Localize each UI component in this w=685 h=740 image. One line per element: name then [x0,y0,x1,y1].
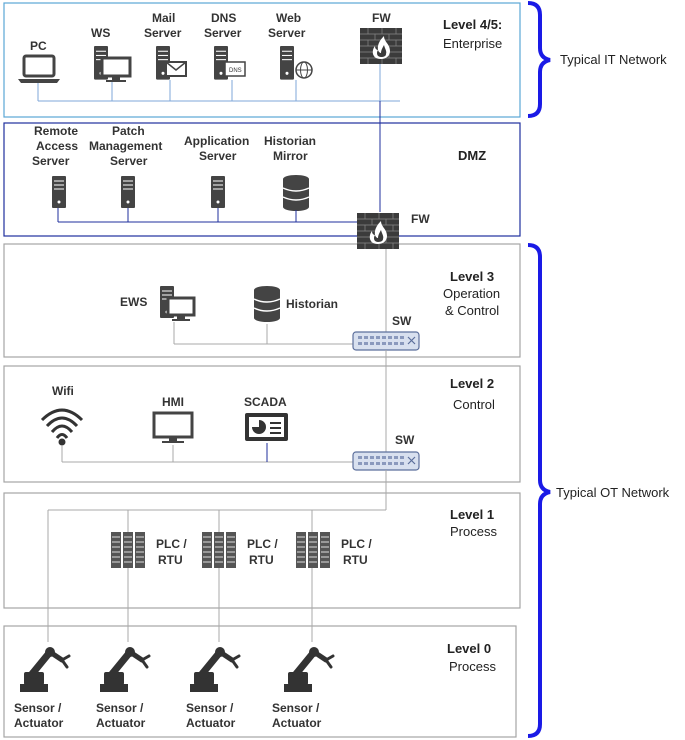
sensor-label: Sensor / [96,701,144,715]
patch-management-server-icon [120,175,136,209]
sensor-label: Actuator [272,716,322,730]
plc-label: RTU [158,553,183,567]
dmz-level-title: DMZ [458,148,486,163]
plc-rtu-icon [110,531,146,569]
ews-label: EWS [120,295,147,309]
dmz-device-label: Server [110,154,148,168]
hmi-label: HMI [162,395,184,409]
level1-title: Level 1 [450,507,494,522]
dmz-device-label: Application [184,134,249,148]
sensor-label: Sensor / [14,701,62,715]
scada-label: SCADA [244,395,287,409]
dmz-device-label: Management [89,139,162,153]
historian-icon [253,285,281,323]
dns-badge-text: DNS [229,68,242,74]
dmz-device-label: Access [36,139,78,153]
plc-label: RTU [343,553,368,567]
level1-zone [3,492,521,609]
ot-network-brace [527,243,551,738]
workstation-icon [93,45,132,82]
sensor-label: Sensor / [186,701,234,715]
sensor-label: Actuator [186,716,236,730]
enterprise-zone [3,2,521,118]
dns-server-icon: DNS [213,45,246,81]
switch2-icon [352,451,420,471]
level2-subtitle: Control [453,397,495,412]
enterprise-device-label: Server [268,26,306,40]
historian-mirror-icon [282,174,310,212]
application-server-icon [210,175,226,209]
enterprise-device-label: WS [91,26,110,40]
wifi-label: Wifi [52,384,74,398]
dmz-device-label: Mirror [273,149,308,163]
switch3-label: SW [392,314,412,328]
enterprise-device-label: Server [204,26,242,40]
web-server-icon [279,45,313,81]
plc-label: PLC / [156,537,187,551]
plc-label: RTU [249,553,274,567]
level3-subtitle: Operation [443,286,500,301]
wifi-icon [40,408,84,446]
sensor-label: Actuator [14,716,64,730]
enterprise-device-label: Web [276,11,301,25]
level3-title: Level 3 [450,269,494,284]
dmz-firewall-label: FW [411,212,430,226]
hmi-icon [152,411,194,443]
level0-subtitle: Process [449,659,496,674]
it-network-brace [527,1,551,118]
dmz-device-label: Remote [34,124,78,138]
level3-subtitle: & Control [445,303,499,318]
enterprise-device-label: PC [30,39,47,53]
laptop-icon [18,54,60,83]
remote-access-server-icon [51,175,67,209]
plc-rtu-icon [295,531,331,569]
it-network-label: Typical IT Network [560,52,667,67]
ot-network-label: Typical OT Network [556,485,670,500]
mail-server-icon [155,45,187,81]
enterprise-device-label: Mail [152,11,175,25]
level0-title: Level 0 [447,641,491,656]
level1-subtitle: Process [450,524,497,539]
historian-label: Historian [286,297,338,311]
dmz-firewall-icon [356,212,400,250]
switch3-icon [352,331,420,351]
dmz-zone [3,122,521,237]
enterprise-level-title: Level 4/5: [443,17,502,32]
plc-label: PLC / [247,537,278,551]
level2-title: Level 2 [450,376,494,391]
dmz-device-label: Server [32,154,70,168]
dmz-device-label: Historian [264,134,316,148]
enterprise-device-label: DNS [211,11,236,25]
dmz-device-label: Patch [112,124,145,138]
enterprise-firewall-icon [359,27,403,65]
plc-label: PLC / [341,537,372,551]
dmz-device-label: Server [199,149,237,163]
engineering-workstation-icon [159,285,196,321]
sensor-label: Sensor / [272,701,320,715]
level0-zone [3,625,517,738]
sensor-label: Actuator [96,716,146,730]
enterprise-device-label: Server [144,26,182,40]
scada-icon [245,413,288,441]
enterprise-level-subtitle: Enterprise [443,36,502,51]
plc-rtu-icon [201,531,237,569]
switch2-label: SW [395,433,415,447]
enterprise-firewall-label: FW [372,11,391,25]
